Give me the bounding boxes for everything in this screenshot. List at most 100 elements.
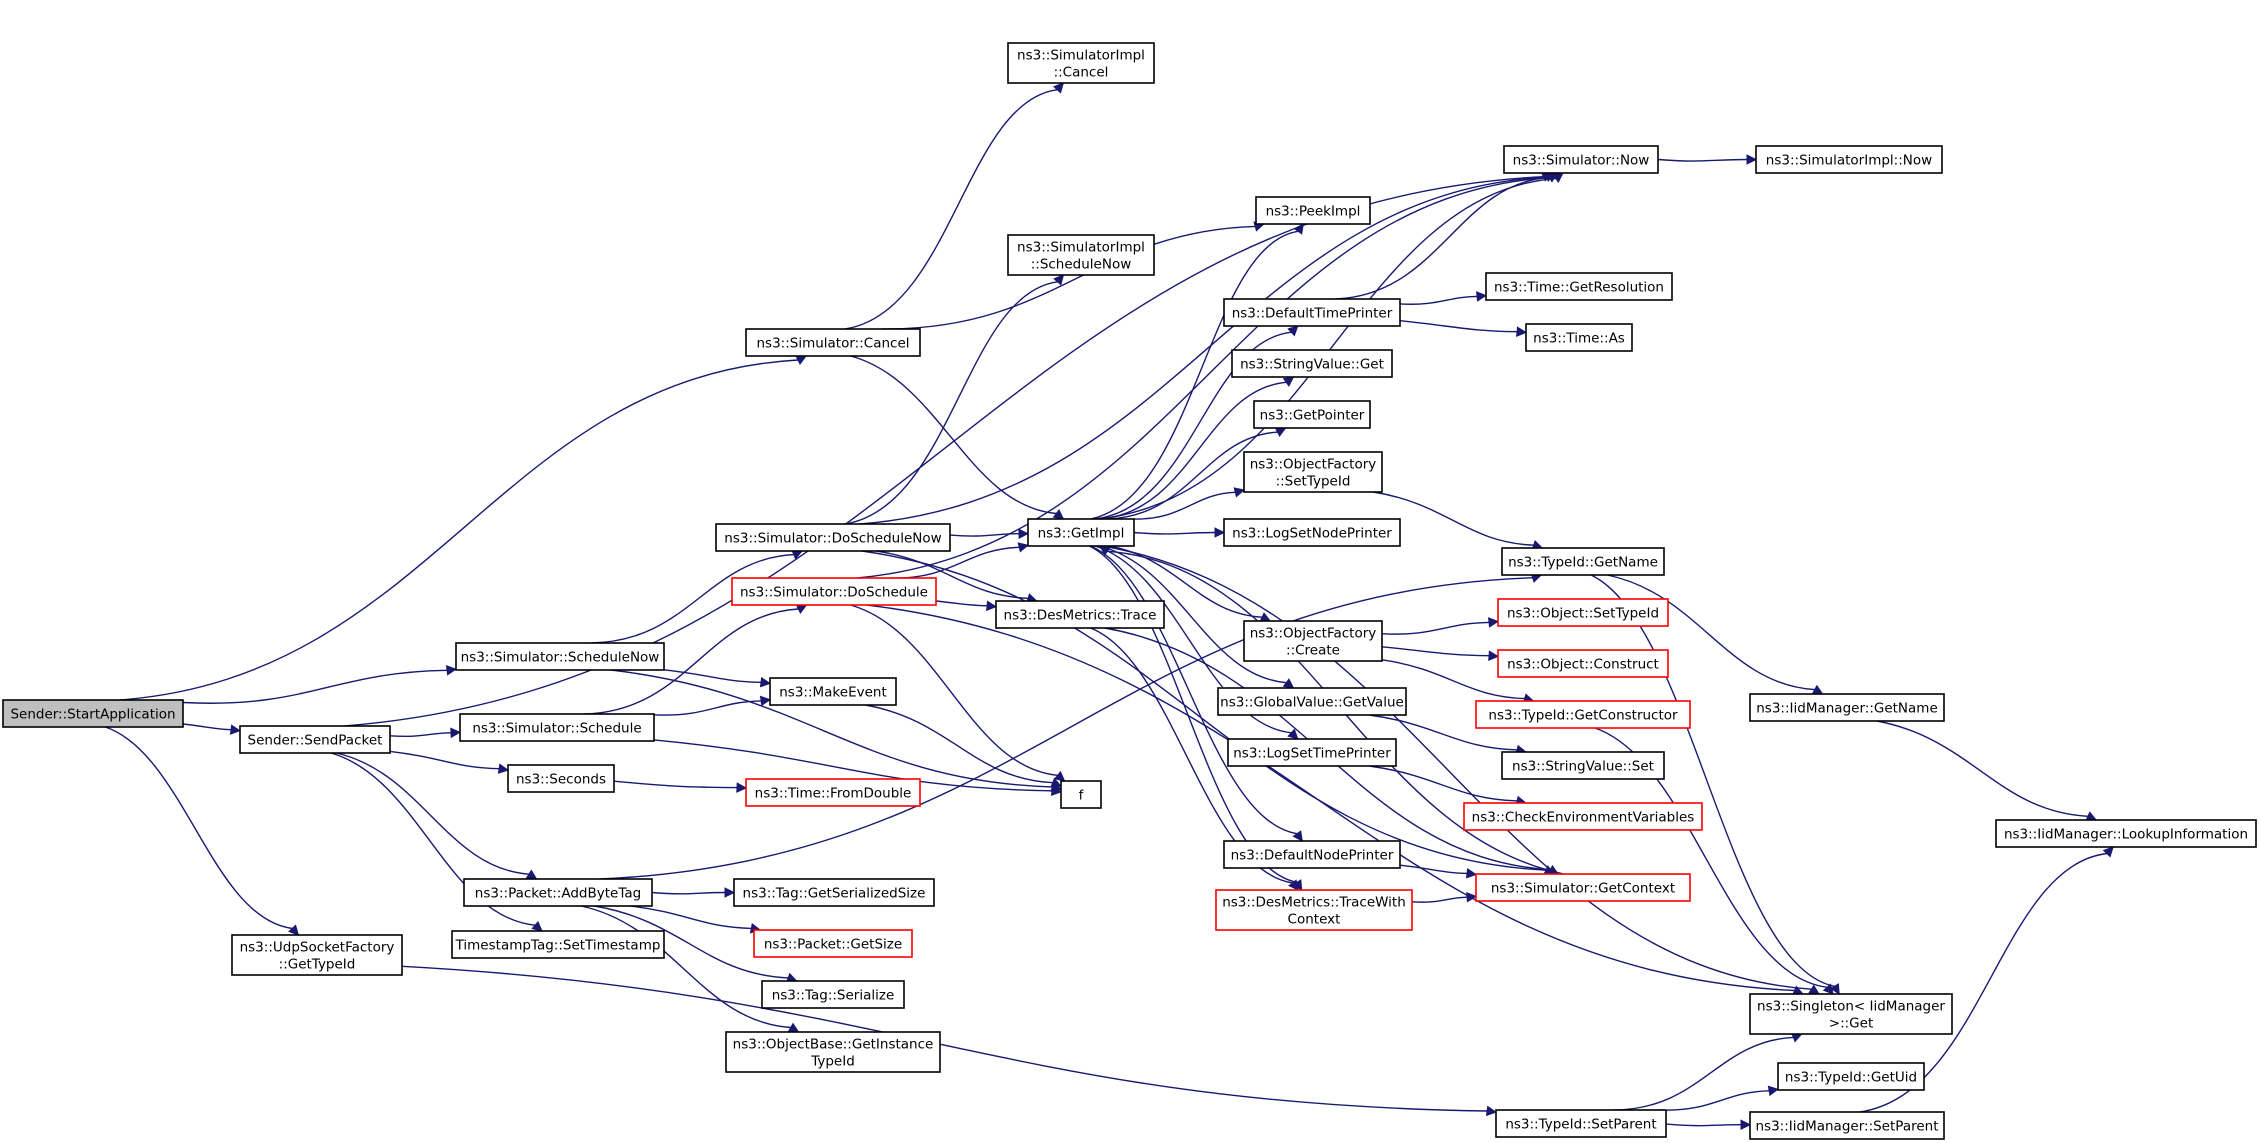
node-logsetnode[interactable]: ns3::LogSetNodePrinter [1223,518,1401,547]
node-sched[interactable]: ns3::Simulator::Schedule [459,713,655,742]
edge-sched-to-f [653,739,1063,797]
node-tidgetctor[interactable]: ns3::TypeId::GetConstructor [1475,700,1691,729]
node-gvgetvalue[interactable]: ns3::GlobalValue::GetValue [1217,687,1407,716]
edge-arrowhead [1292,830,1303,842]
node-box [1501,547,1665,576]
node-tagser[interactable]: ns3::Tag::Serialize [761,980,905,1009]
node-implnow[interactable]: ns3::SimulatorImpl::Now [1755,145,1943,174]
node-deftimeprinter[interactable]: ns3::DefaultTimePrinter [1223,298,1401,327]
node-tssettime[interactable]: TimestampTag::SetTimestamp [451,930,665,959]
call-graph-nodes: Sender::StartApplicationSender::SendPack… [2,42,2257,1140]
edge-line [865,704,1053,784]
edge-startapp-to-udpsf [105,726,300,936]
node-box [1525,323,1633,352]
edge-tidgetname-to-singleton [1590,574,1840,995]
edge-line [1399,864,1468,875]
edge-arrowhead [2102,846,2114,858]
edge-arrowhead [1233,487,1246,498]
node-simnow[interactable]: ns3::Simulator::Now [1503,145,1659,174]
node-implschednow[interactable]: ns3::SimulatorImpl::ScheduleNow [1007,234,1155,276]
node-ofsettypeid[interactable]: ns3::ObjectFactory::SetTypeId [1243,451,1383,493]
node-label: ns3::StringValue::Set [1512,759,1654,775]
edge-line [630,905,752,930]
edge-arrowhead [1052,82,1065,94]
node-schednow[interactable]: ns3::Simulator::ScheduleNow [455,642,665,671]
node-tidsetparent[interactable]: ns3::TypeId::SetParent [1495,1109,1667,1138]
node-destrace[interactable]: ns3::DesMetrics::Trace [995,600,1165,629]
edge-arrowhead [1808,984,1820,995]
edge-line [1590,574,1835,987]
node-sendpacket[interactable]: Sender::SendPacket [239,725,391,754]
edge-arrowhead [1476,291,1488,302]
edge-iidgetname-to-iidlookup [1876,720,2098,821]
node-udpsf[interactable]: ns3::UdpSocketFactory::GetTypeId [231,934,403,976]
node-fromdouble[interactable]: ns3::Time::FromDouble [745,778,921,807]
node-doschednow[interactable]: ns3::Simulator::DoScheduleNow [715,523,951,552]
edge-arrowhead [1465,868,1478,879]
edge-line [857,176,1550,579]
node-simgetctx[interactable]: ns3::Simulator::GetContext [1475,873,1691,902]
node-seconds[interactable]: ns3::Seconds [507,764,615,793]
edge-line [1090,545,1298,835]
node-box [745,328,921,357]
edge-arrowhead [445,665,458,676]
edge-arrowhead [497,763,510,774]
node-getimpl[interactable]: ns3::GetImpl [1027,518,1135,547]
node-label: ns3::PeekImpl [1266,204,1361,220]
edge-arrowhead [1829,983,1840,995]
node-makeevent[interactable]: ns3::MakeEvent [769,677,897,706]
node-box [239,725,391,754]
node-peekimpl[interactable]: ns3::PeekImpl [1255,196,1371,225]
node-pktgetsize[interactable]: ns3::Packet::GetSize [753,929,913,958]
edge-simcancel-to-implcancel [844,82,1065,330]
node-ofcreate[interactable]: ns3::ObjectFactory::Create [1243,620,1383,662]
edge-line [119,359,799,701]
edge-arrowhead [1488,617,1500,628]
node-iidsetparent[interactable]: ns3::IidManager::SetParent [1749,1111,1945,1140]
edge-getimpl-to-logsetnode [1133,527,1226,538]
node-iidgetname[interactable]: ns3::IidManager::GetName [1749,693,1945,722]
node-box [1060,780,1102,809]
node-checkenv[interactable]: ns3::CheckEnvironmentVariables [1463,802,1703,831]
edge-deftimeprinter-to-timeas [1399,320,1528,337]
node-box [1007,234,1155,276]
node-getpointer[interactable]: ns3::GetPointer [1253,400,1371,429]
edge-line [1381,646,1490,657]
node-f[interactable]: f [1060,780,1102,809]
node-label: ns3::SimulatorImpl [1017,240,1145,256]
edge-tidgetctor-to-singleton [1594,727,1834,995]
node-strvalset[interactable]: ns3::StringValue::Set [1501,751,1665,780]
node-logsettime[interactable]: ns3::LogSetTimePrinter [1227,738,1397,767]
edge-sched-to-makeevent [653,695,772,716]
node-iidlookup[interactable]: ns3::IidManager::LookupInformation [1995,819,2257,848]
node-box [231,934,403,976]
node-tidgetname[interactable]: ns3::TypeId::GetName [1501,547,1665,576]
node-box [715,523,951,552]
edge-tidsetparent-to-singleton [1614,1032,1803,1111]
edge-line [844,281,1058,525]
node-tidgetuid[interactable]: ns3::TypeId::GetUid [1777,1062,1925,1091]
edge-line [1381,659,1525,700]
node-simcancel[interactable]: ns3::Simulator::Cancel [745,328,921,357]
edge-line [861,550,1546,871]
edge-sendpacket-to-sched [389,727,462,739]
node-getsersize[interactable]: ns3::Tag::GetSerializedSize [733,878,935,907]
node-addbytetag[interactable]: ns3::Packet::AddByteTag [463,878,653,907]
call-graph-edges [105,82,2114,1131]
edge-doschednow-to-simnow [859,172,1556,525]
node-timeas[interactable]: ns3::Time::As [1525,323,1633,352]
edge-arrowhead [1050,785,1063,797]
node-label: ::SetTypeId [1276,474,1351,490]
node-box [1217,687,1407,716]
node-timeres[interactable]: ns3::Time::GetResolution [1485,272,1673,301]
edge-arrowhead [1488,650,1500,661]
node-singleton[interactable]: ns3::Singleton< IidManager>::Get [1749,993,1953,1035]
node-dosched[interactable]: ns3::Simulator::DoSchedule [731,577,937,606]
node-objconstruct[interactable]: ns3::Object::Construct [1497,649,1669,678]
node-strvalget[interactable]: ns3::StringValue::Get [1231,349,1393,378]
node-objsettid[interactable]: ns3::Object::SetTypeId [1497,598,1669,627]
node-defnodeprinter[interactable]: ns3::DefaultNodePrinter [1223,840,1401,869]
node-implcancel[interactable]: ns3::SimulatorImpl::Cancel [1007,42,1155,84]
